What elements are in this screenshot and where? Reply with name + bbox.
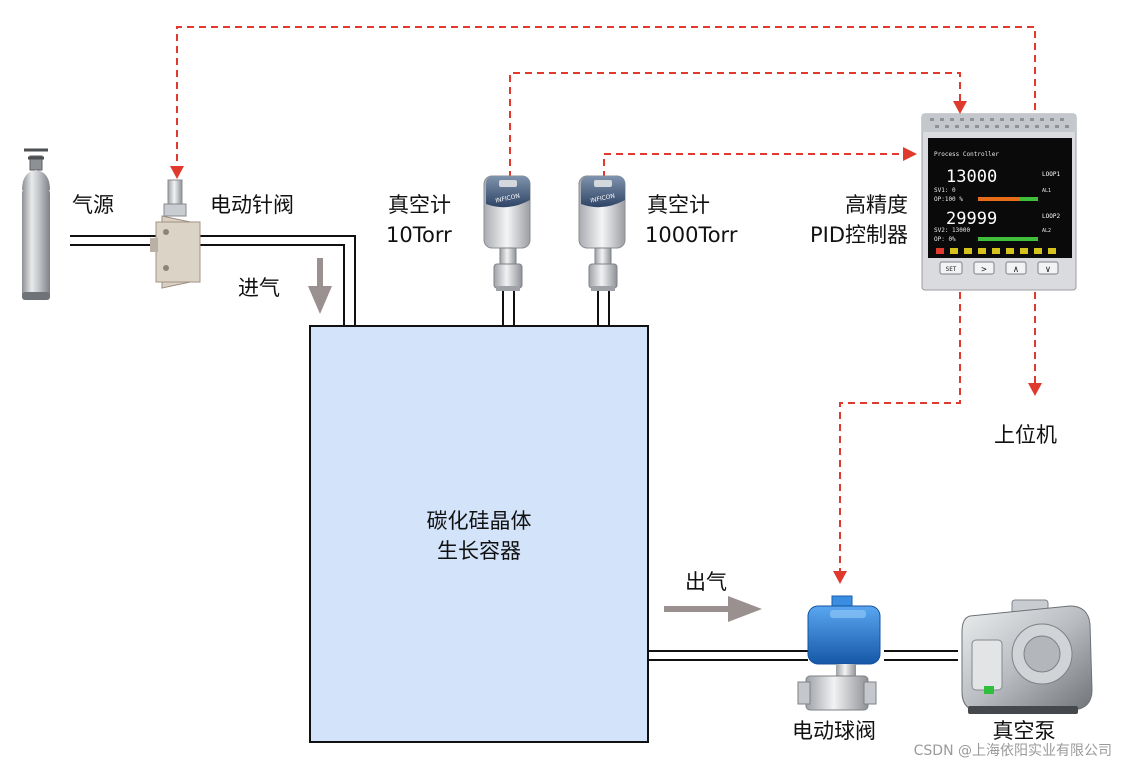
chamber-label-line1: 碳化硅晶体 [427,509,532,533]
signal-line-gauge1000-to-controller [603,153,906,178]
gauge-10torr-label-line2: 10Torr [386,223,452,247]
ball-valve-icon [797,595,881,711]
inlet-label: 进气 [238,276,280,300]
controller-al1: AL1 [1042,188,1051,194]
gauge-10torr-label-line1: 真空计 [388,193,451,217]
controller-bar1-rest [1020,197,1038,201]
gas-cylinder-icon [22,148,50,300]
controller-sv2: SV2: 13000 [934,227,971,234]
controller-key-up[interactable] [1005,261,1027,275]
host-computer-label: 上位机 [994,423,1057,447]
controller-loop1: LOOP1 [1042,171,1060,178]
signal-arrowheads [170,101,1042,584]
vacuum-gauge-1000torr-icon: INFICON [578,175,626,291]
arrowhead-controller-left [903,147,917,161]
inlet-pipe-outer [70,235,356,326]
controller-bar2 [978,237,1038,241]
needle-valve-label: 电动针阀 [210,193,294,217]
controller-key-right-label: > [981,265,987,275]
controller-label-line2: PID控制器 [810,223,908,247]
outlet-label: 出气 [685,570,727,594]
controller-bar1 [978,197,1020,201]
controller-label-line1: 高精度 [845,193,908,217]
controller-key-set[interactable] [939,261,963,275]
controller-op2: OP: 0% [934,236,956,243]
gauge-1000torr-label-line2: 1000Torr [645,223,738,247]
controller-key-up-label: ∧ [1013,265,1018,275]
controller-keys: SET > ∧ ∨ [939,261,1059,275]
vacuum-gauge-10torr-icon: INFICON [483,175,531,291]
controller-header: Process Controller [934,151,999,158]
needle-valve-icon [150,179,201,289]
arrowhead-host [1028,383,1042,396]
controller-indicators [936,248,1056,254]
controller-key-right[interactable] [973,261,995,275]
pid-controller-icon: Process Controller 13000 LOOP1 SV1: 0 AL… [921,113,1077,291]
controller-pv2: 29999 [946,209,997,229]
outlet-flow-arrow [664,596,762,622]
growth-chamber [309,325,649,743]
controller-op1: OP:100 % [934,196,963,203]
signal-line-controller-to-needle-valve [176,26,1036,166]
signal-line-gauge10-to-controller [509,72,961,178]
arrowhead-ball-valve [833,571,847,584]
controller-al2: AL2 [1042,228,1051,234]
controller-loop2: LOOP2 [1042,213,1060,220]
controller-key-set-label: SET [946,266,957,273]
controller-key-down[interactable] [1037,261,1059,275]
arrowhead-needle-valve [170,166,184,179]
chamber-label-line2: 生长容器 [437,539,521,563]
gauge-1000torr-label-line1: 真空计 [647,193,710,217]
vacuum-pump-label: 真空泵 [993,719,1056,743]
arrowhead-controller-top [953,101,967,114]
controller-sv1: SV1: 0 [934,187,956,194]
signal-lines [176,26,1036,574]
ball-valve-label: 电动球阀 [792,719,876,743]
gas-source-label: 气源 [72,193,114,217]
watermark: CSDN @上海依阳实业有限公司 [914,743,1112,759]
signal-line-controller-to-ball-valve [839,292,961,574]
inlet-pipe-inner [70,244,345,326]
controller-pv1: 13000 [946,167,997,187]
inlet-flow-arrow [308,258,332,314]
controller-key-down-label: ∨ [1045,265,1050,275]
vacuum-pump-icon [961,599,1093,714]
